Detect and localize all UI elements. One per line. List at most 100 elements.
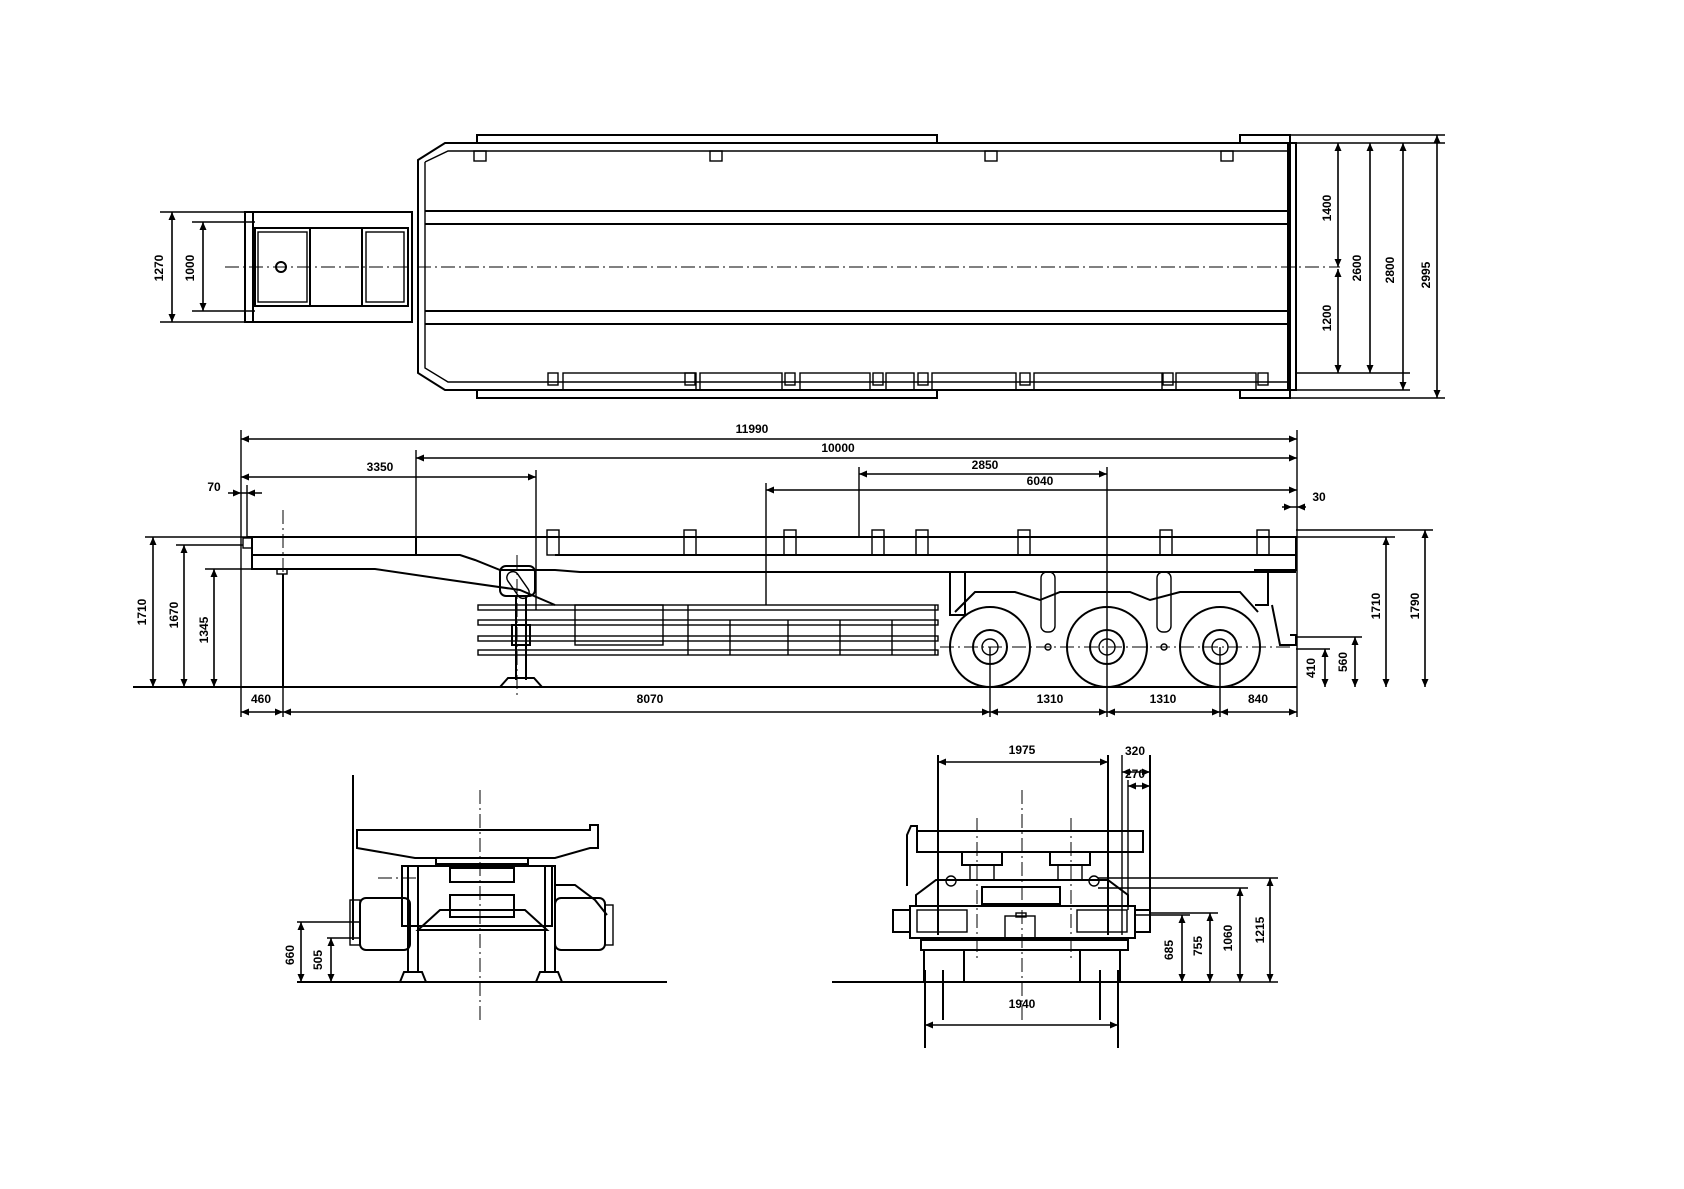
arrowhead bbox=[327, 974, 335, 982]
arrowhead bbox=[1212, 708, 1220, 716]
top-view bbox=[225, 134, 1340, 399]
arrowhead bbox=[528, 473, 536, 481]
arrowhead bbox=[1366, 365, 1374, 373]
wheels bbox=[940, 606, 1290, 688]
arrowhead bbox=[1366, 143, 1374, 151]
dimension-label: 270 bbox=[1125, 767, 1145, 781]
arrowhead bbox=[241, 473, 249, 481]
arrowhead bbox=[1220, 708, 1228, 716]
arrowhead bbox=[1351, 679, 1359, 687]
outrigger-pockets bbox=[473, 150, 1269, 391]
arrowhead bbox=[180, 545, 188, 553]
arrowhead bbox=[149, 679, 157, 687]
arrowhead bbox=[1178, 915, 1186, 923]
arrowhead bbox=[241, 708, 249, 716]
dimension-label: 2600 bbox=[1350, 254, 1364, 281]
dimension-label: 320 bbox=[1125, 744, 1145, 758]
dimension-label: 1000 bbox=[183, 254, 197, 281]
arrowhead bbox=[283, 708, 291, 716]
arrowhead bbox=[1334, 143, 1342, 151]
arrowhead bbox=[199, 222, 207, 230]
dimension-label: 410 bbox=[1304, 658, 1318, 678]
arrowhead bbox=[210, 569, 218, 577]
dimension-label: 840 bbox=[1248, 692, 1268, 706]
arrowhead bbox=[1334, 365, 1342, 373]
arrowhead bbox=[1110, 1021, 1118, 1029]
arrowhead bbox=[297, 974, 305, 982]
arrowhead bbox=[199, 303, 207, 311]
arrowhead bbox=[210, 679, 218, 687]
arrowhead bbox=[1100, 758, 1108, 766]
dimension-label: 1710 bbox=[1369, 592, 1383, 619]
side-view bbox=[133, 510, 1297, 695]
deck-pockets bbox=[546, 529, 1270, 556]
side-rails bbox=[477, 604, 939, 656]
arrowhead bbox=[1289, 708, 1297, 716]
arrowhead bbox=[1334, 269, 1342, 277]
arrowhead bbox=[247, 489, 255, 497]
arrowhead bbox=[1107, 708, 1115, 716]
arrowhead bbox=[1266, 878, 1274, 886]
dimension-label: 660 bbox=[283, 945, 297, 965]
arrowhead bbox=[180, 679, 188, 687]
dimension-label: 755 bbox=[1191, 936, 1205, 956]
arrowhead bbox=[1142, 782, 1150, 790]
arrowhead bbox=[416, 454, 424, 462]
arrowhead bbox=[1433, 390, 1441, 398]
arrowhead bbox=[327, 938, 335, 946]
arrowhead bbox=[1399, 382, 1407, 390]
dimension-label: 1670 bbox=[167, 601, 181, 628]
suspension bbox=[949, 571, 1297, 651]
arrowhead bbox=[1334, 259, 1342, 267]
arrowhead bbox=[1289, 486, 1297, 494]
dimension-label: 1710 bbox=[135, 598, 149, 625]
dimension-label: 1270 bbox=[152, 254, 166, 281]
arrowhead bbox=[1099, 470, 1107, 478]
arrowhead bbox=[1206, 913, 1214, 921]
arrowhead bbox=[938, 758, 946, 766]
arrowhead bbox=[168, 212, 176, 220]
arrowhead bbox=[1099, 708, 1107, 716]
arrowhead bbox=[1178, 974, 1186, 982]
dimension-label: 2850 bbox=[972, 458, 999, 472]
arrowhead bbox=[1321, 679, 1329, 687]
dimension-label: 11990 bbox=[736, 422, 769, 436]
dimension-label: 685 bbox=[1162, 940, 1176, 960]
dimension-label: 30 bbox=[1312, 490, 1326, 504]
arrowhead bbox=[925, 1021, 933, 1029]
arrowhead bbox=[859, 470, 867, 478]
arrowhead bbox=[168, 314, 176, 322]
arrowhead bbox=[275, 708, 283, 716]
dimension-label: 1310 bbox=[1150, 692, 1177, 706]
arrowhead bbox=[1321, 649, 1329, 657]
dimension-label: 10000 bbox=[821, 441, 855, 455]
arrowhead bbox=[1122, 768, 1130, 776]
arrowhead bbox=[1421, 530, 1429, 538]
arrowhead bbox=[1142, 768, 1150, 776]
arrowhead bbox=[990, 708, 998, 716]
arrowhead bbox=[297, 922, 305, 930]
arrowhead bbox=[1382, 679, 1390, 687]
arrowhead bbox=[1399, 143, 1407, 151]
arrowhead bbox=[1433, 135, 1441, 143]
dimension-label: 70 bbox=[207, 480, 221, 494]
front-view bbox=[297, 775, 667, 1022]
dimension-label: 6040 bbox=[1027, 474, 1054, 488]
arrowhead bbox=[1266, 974, 1274, 982]
arrowhead bbox=[1284, 503, 1292, 511]
dimension-label: 1940 bbox=[1009, 997, 1036, 1011]
dimension-label: 560 bbox=[1336, 652, 1350, 672]
arrowhead bbox=[1236, 974, 1244, 982]
arrowhead bbox=[982, 708, 990, 716]
landing-gear bbox=[497, 555, 545, 695]
arrowhead bbox=[1421, 679, 1429, 687]
arrowhead bbox=[1206, 974, 1214, 982]
dimension-label: 505 bbox=[311, 950, 325, 970]
dimension-label: 1345 bbox=[197, 616, 211, 643]
dimension-label: 460 bbox=[251, 692, 271, 706]
arrowhead bbox=[1289, 435, 1297, 443]
dimension-label: 1790 bbox=[1408, 592, 1422, 619]
arrowhead bbox=[233, 489, 241, 497]
